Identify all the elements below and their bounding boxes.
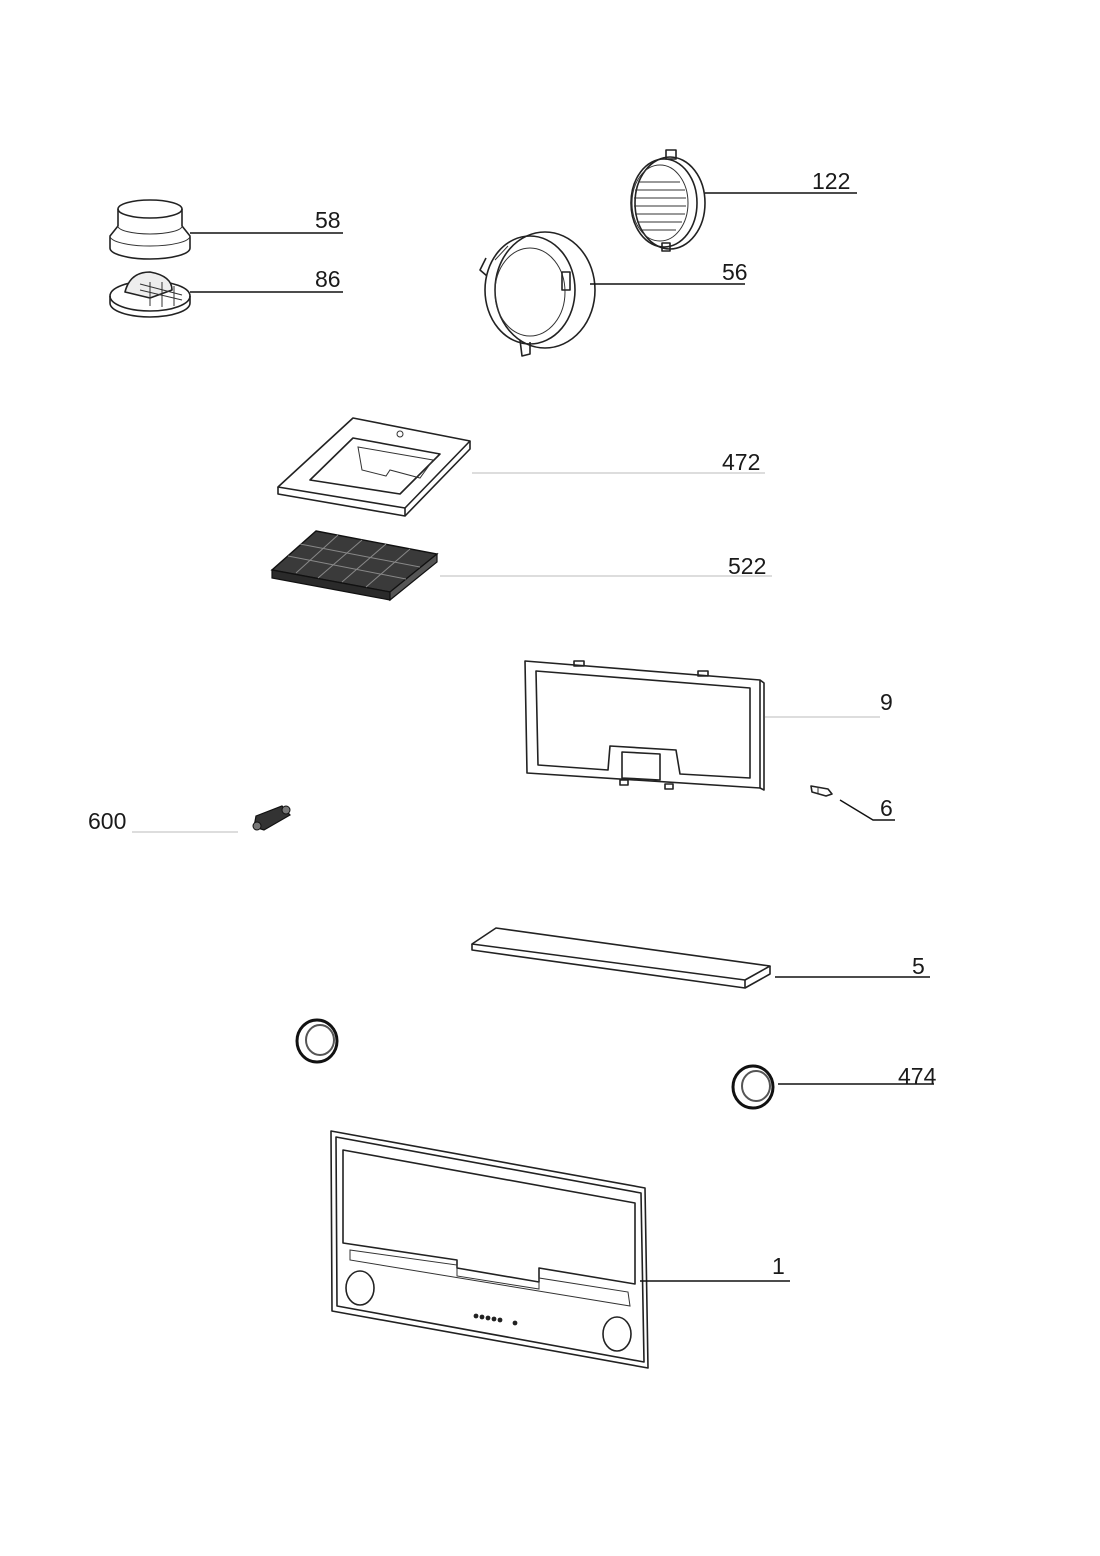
part-number-86: 86 [315,266,341,292]
part-number-522: 522 [728,553,766,579]
part-number-9: 9 [880,689,893,715]
part-number-58: 58 [315,207,341,233]
vent-grille-icon [630,149,706,252]
part-number-56: 56 [722,259,748,285]
backflow-flap-icon [109,271,191,318]
filter-clip-icon [810,785,833,797]
lamp-holder-icon [252,805,291,831]
part-number-122: 122 [812,168,850,194]
carbon-filter-icon [270,530,439,602]
part-number-1: 1 [772,1253,785,1279]
light-ring-icon [295,1018,775,1110]
part-number-600: 600 [88,808,126,834]
glass-panel-icon [471,927,771,989]
outlet-ring-icon [479,231,596,357]
part-number-472: 472 [722,449,760,475]
part-number-6: 6 [880,795,893,821]
front-panel-icon [330,1130,649,1369]
grease-filter-icon [524,660,765,791]
filter-frame-icon [277,417,471,517]
duct-adapter-icon [109,199,191,260]
part-number-5: 5 [912,953,925,979]
part-number-474: 474 [898,1063,937,1089]
